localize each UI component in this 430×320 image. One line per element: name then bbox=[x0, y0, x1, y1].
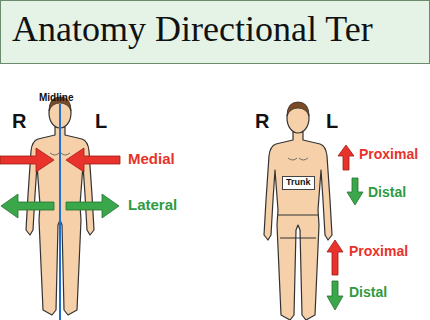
midline bbox=[59, 104, 61, 320]
side-letter: R bbox=[12, 110, 26, 132]
reference-line bbox=[280, 238, 316, 239]
body-figure bbox=[264, 102, 332, 320]
lateral-arrow bbox=[66, 194, 119, 218]
lateral-arrow bbox=[1, 194, 54, 218]
side-letter: L bbox=[95, 110, 107, 132]
medial-arrow bbox=[66, 148, 120, 172]
direction-label: Distal bbox=[349, 285, 387, 300]
node-text: Trunk bbox=[286, 178, 311, 188]
title-text: Anatomy Directional Ter bbox=[12, 10, 373, 50]
medial-arrow bbox=[0, 148, 54, 172]
midline-label: Midline bbox=[39, 92, 73, 103]
distal-arrow bbox=[347, 178, 363, 205]
direction-label: Lateral bbox=[128, 197, 177, 214]
proximal-arrow bbox=[327, 240, 343, 275]
direction-label: Proximal bbox=[359, 147, 418, 162]
side-letter: L bbox=[326, 110, 338, 132]
trunk-box: Trunk bbox=[282, 176, 315, 190]
reference-line bbox=[278, 215, 318, 216]
proximal-arrow bbox=[338, 145, 354, 170]
direction-label: Distal bbox=[368, 185, 406, 200]
side-letter: R bbox=[255, 110, 269, 132]
direction-label: Medial bbox=[128, 151, 175, 168]
direction-label: Proximal bbox=[349, 244, 408, 259]
distal-arrow bbox=[327, 281, 343, 310]
